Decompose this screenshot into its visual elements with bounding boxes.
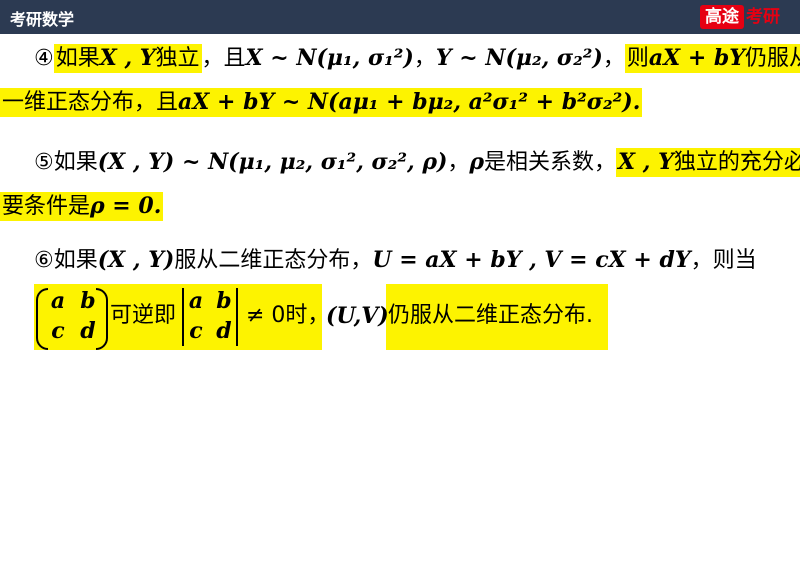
matrix-d: d — [80, 318, 96, 344]
item6-line2: a b c d 可逆即 a b c d ≠ 0时， (U,V) 仍服从二维正态分… — [0, 284, 800, 350]
item4-d-text1: 则 — [626, 46, 649, 71]
item6-marker: ⑥ — [34, 248, 54, 273]
item4-line2: 一维正态分布，且aX + bY ~ N(aμ₁ + bμ₂, a²σ₁² + b… — [0, 82, 643, 122]
item4-c-math: Y ~ N(μ₂, σ₂²) — [435, 45, 603, 71]
det-d: d — [216, 318, 232, 344]
item6-math2: U = aX + bY , V = cX + dY — [372, 247, 691, 273]
item5-marker: ⑤ — [34, 150, 54, 175]
brand-logo: 高途 考研 — [700, 5, 780, 29]
item6-highlight-tail — [386, 284, 608, 350]
item6-text6: 仍服从二维正态分布. — [388, 303, 593, 328]
item5-line2-text: 要条件是 — [2, 194, 91, 219]
item6-text5: ≠ 0时， — [246, 303, 330, 328]
item5-text3: 独立的充分必 — [673, 150, 800, 175]
item4-line2-text: 一维正态分布，且 — [2, 90, 179, 115]
item5-highlight-line2: 要条件是ρ = 0. — [0, 192, 164, 221]
item6-math3: (U,V) — [326, 303, 389, 329]
item6-text1: 如果 — [53, 248, 98, 273]
coefficient-matrix: a b c d — [36, 286, 108, 350]
item6-text2: 服从二维正态分布， — [174, 248, 373, 273]
item4-highlight-a: 如果X , Y独立 — [53, 44, 202, 73]
item5-line2-math: ρ = 0. — [90, 193, 162, 219]
item4-highlight-line2: 一维正态分布，且aX + bY ~ N(aμ₁ + bμ₂, a²σ₁² + b… — [0, 88, 643, 117]
item6-highlight-matrix — [34, 284, 322, 350]
item5-highlight-a: X , Y独立的充分必 — [616, 148, 800, 177]
matrix-c: c — [51, 318, 65, 344]
item4-a-math: X , Y — [99, 45, 156, 71]
det-a: a — [188, 288, 204, 314]
item5-rho: ρ — [469, 149, 485, 175]
item6-text3: ，则当 — [690, 248, 757, 273]
item6-line1: ⑥如果(X , Y)服从二维正态分布，U = aX + bY , V = cX … — [34, 240, 757, 280]
item4-d-sep: ， — [602, 46, 625, 71]
item5-text1: 如果 — [53, 150, 98, 175]
item5-math1: (X , Y) ~ N(μ₁, μ₂, σ₁², σ₂², ρ) — [97, 149, 448, 175]
item4-a-text: 如果 — [55, 46, 100, 71]
det-c: c — [189, 318, 203, 344]
item5-math2: X , Y — [618, 149, 674, 175]
det-right-bar — [236, 288, 238, 346]
item4-line2-math: aX + bY ~ N(aμ₁ + bμ₂, a²σ₁² + b²σ₂²). — [178, 89, 641, 115]
item4-c-sep: ， — [413, 46, 436, 71]
item4-marker: ④ — [34, 46, 54, 71]
left-paren — [36, 288, 48, 350]
det-b: b — [216, 288, 232, 314]
item4-b-text: ，且 — [201, 46, 246, 71]
item5-text2: 是相关系数， — [484, 150, 617, 175]
det-left-bar — [182, 288, 184, 346]
item4-b-math: X ~ N(μ₁, σ₁²) — [245, 45, 414, 71]
item6-math1: (X , Y) — [97, 247, 175, 273]
item4-highlight-d: 则aX + bY仍服从 — [624, 44, 800, 73]
logo-sub: 考研 — [746, 7, 780, 27]
matrix-a: a — [50, 288, 66, 314]
header-title: 考研数学 — [10, 10, 75, 29]
logo-brand: 高途 — [700, 5, 744, 29]
determinant: a b c d — [180, 286, 240, 348]
item4-a-tail: 独立 — [155, 46, 200, 71]
header-bar: 考研数学 高途 考研 — [0, 0, 800, 34]
item5-line2: 要条件是ρ = 0. — [0, 186, 164, 226]
item4-line1: ④如果X , Y独立，且X ~ N(μ₁, σ₁²)，Y ~ N(μ₂, σ₂²… — [34, 38, 800, 78]
item5-sep: ， — [447, 150, 470, 175]
item6-text4: 可逆即 — [110, 303, 177, 328]
matrix-b: b — [80, 288, 96, 314]
item4-d-math: aX + bY — [648, 45, 746, 71]
item4-d-text2: 仍服从 — [745, 46, 800, 71]
item5-line1: ⑤如果(X , Y) ~ N(μ₁, μ₂, σ₁², σ₂², ρ)，ρ是相关… — [34, 142, 800, 182]
